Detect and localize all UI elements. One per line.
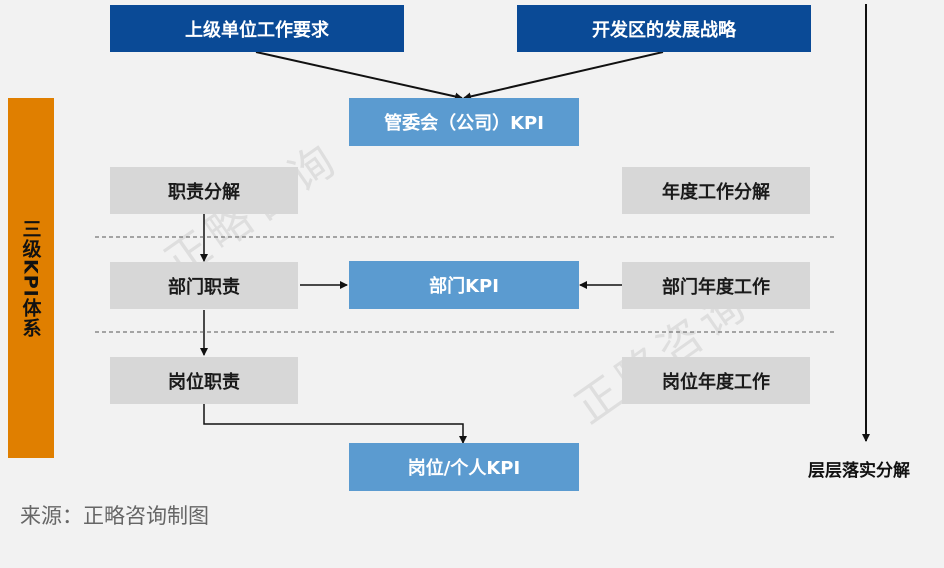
committee-kpi-box: 管委会（公司）KPI (349, 98, 579, 146)
department-kpi-box: 部门KPI (349, 261, 579, 309)
kpi-system-label: 三级KPI体系 (19, 218, 42, 338)
zone-strategy-box: 开发区的发展战略 (517, 5, 811, 52)
position-duty-box: 岗位职责 (110, 357, 298, 404)
annual-work-decomposition-box: 年度工作分解 (622, 167, 810, 214)
duty-decomposition-box: 职责分解 (110, 167, 298, 214)
arrow-strategy-to-committee (463, 51, 664, 101)
superior-requirement-box: 上级单位工作要求 (110, 5, 404, 52)
arrow-superior-to-committee (255, 51, 463, 101)
department-duty-box: 部门职责 (110, 262, 298, 309)
arrow-position-to-personal (203, 404, 467, 444)
source-caption: 来源：正略咨询制图 (20, 504, 209, 528)
cascade-label: 层层落实分解 (808, 461, 910, 481)
kpi-system-bar: 三级KPI体系 (8, 98, 54, 458)
department-annual-work-box: 部门年度工作 (622, 262, 810, 309)
position-annual-work-box: 岗位年度工作 (622, 357, 810, 404)
personal-kpi-box: 岗位/个人KPI (349, 443, 579, 491)
